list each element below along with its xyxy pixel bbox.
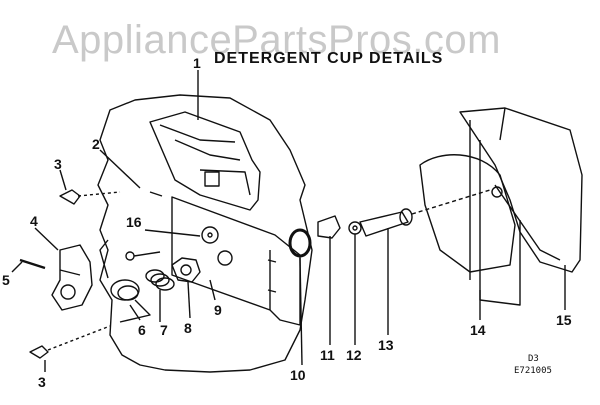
screw-bottom <box>29 345 49 359</box>
callout-4: 4 <box>30 213 38 229</box>
bushing <box>317 215 341 239</box>
screw-top <box>59 189 81 205</box>
callout-12: 12 <box>346 347 362 363</box>
callout-11: 11 <box>320 347 335 363</box>
torsion-spring <box>99 239 151 323</box>
callout-6: 6 <box>138 322 146 338</box>
callout-3-bottom: 3 <box>38 374 46 390</box>
latch-arm <box>51 244 93 311</box>
callout-14: 14 <box>470 322 486 338</box>
coil-spring <box>145 269 175 291</box>
hex-nut <box>171 257 201 283</box>
mounting-plate <box>171 196 301 326</box>
pin <box>19 258 46 270</box>
callout-13: 13 <box>378 337 394 353</box>
callout-15: 15 <box>556 312 572 328</box>
cup-housing <box>149 111 261 211</box>
door-panel-outline <box>97 94 313 373</box>
shaft <box>359 211 409 237</box>
cup-cover-front <box>419 154 516 273</box>
diagram-code: D3 <box>528 354 539 364</box>
cup-cover-back <box>459 107 583 273</box>
callout-8: 8 <box>184 320 192 336</box>
screw-mid <box>149 191 163 197</box>
callout-9: 9 <box>214 302 222 318</box>
diagram-title: DETERGENT CUP DETAILS <box>214 50 444 67</box>
callout-2: 2 <box>92 136 100 152</box>
callout-1: 1 <box>193 55 201 71</box>
callout-7: 7 <box>160 322 168 338</box>
callout-3: 3 <box>54 156 62 172</box>
callout-16: 16 <box>126 214 142 230</box>
watermark-text: AppliancePartsPros.com <box>52 18 501 62</box>
callout-5: 5 <box>2 272 10 288</box>
callout-10: 10 <box>290 367 306 383</box>
drawing-number: E721005 <box>514 366 552 376</box>
snap-ring <box>288 228 312 258</box>
